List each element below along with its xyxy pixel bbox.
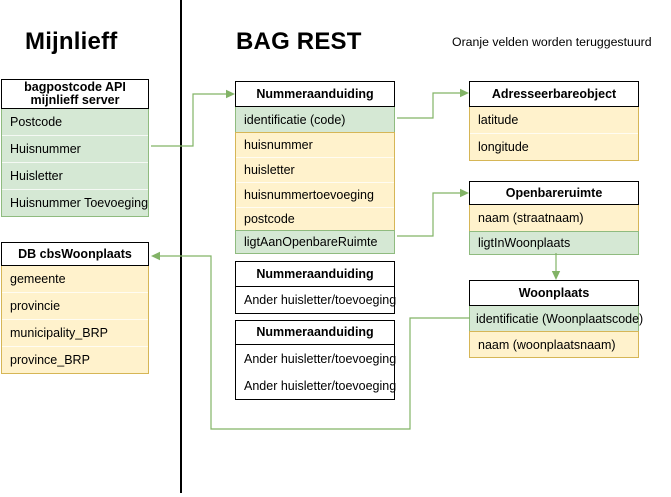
arrowhead-down-icon — [551, 271, 561, 280]
entity-box-adresseerbareobject: Adresseerbareobject latitude longitude — [469, 81, 639, 161]
entity-box-bagpostcode-api: bagpostcode API mijnlieff server Postcod… — [1, 79, 149, 217]
field-row-postcode: postcode — [236, 207, 394, 230]
arrowhead-right-icon — [226, 89, 235, 99]
field-row-province-brp: province_BRP — [2, 346, 148, 373]
field-row-ander-huisletter: Ander huisletter/toevoeging — [244, 293, 397, 307]
entity-box-nummeraanduiding-1: Nummeraanduiding identificatie (code) hu… — [235, 81, 395, 254]
field-row-huisletter: Huisletter — [2, 162, 148, 189]
entity-header-label: Openbareruimte — [505, 185, 603, 200]
field-group-green: ligtInWoonplaats — [469, 231, 639, 255]
entity-header: Nummeraanduiding — [235, 81, 395, 107]
field-row-huisnummer: Huisnummer — [2, 135, 148, 162]
field-row-identificatie-woonplaatscode: identificatie (Woonplaatscode) — [476, 311, 644, 326]
field-group-orange: naam (woonplaatsnaam) — [469, 331, 639, 358]
field-row-huisnummertoevoeging: huisnummertoevoeging — [236, 182, 394, 207]
arrowhead-right-icon — [460, 88, 469, 98]
entity-box-nummeraanduiding-2: Nummeraanduiding Ander huisletter/toevoe… — [235, 261, 397, 314]
column-title-mijnlieff: Mijnlieff — [25, 28, 118, 55]
field-row-huisletter: huisletter — [236, 157, 394, 182]
field-row-latitude: latitude — [478, 113, 519, 127]
field-row-ander-huisletter-2: Ander huisletter/toevoeging — [244, 378, 397, 393]
entity-box-nummeraanduiding-3: Nummeraanduiding Ander huisletter/toevoe… — [235, 320, 397, 400]
entity-header: Openbareruimte — [469, 181, 639, 205]
field-row-provincie: provincie — [2, 292, 148, 319]
entity-header-label: Woonplaats — [518, 285, 590, 300]
field-row-naam-woonplaatsnaam: naam (woonplaatsnaam) — [478, 337, 616, 352]
field-row-ligtinwoonplaats: ligtInWoonplaats — [478, 236, 571, 250]
field-row-longitude: longitude — [470, 133, 638, 160]
field-row-postcode: Postcode — [10, 115, 63, 129]
entity-box-db-cbswoonplaats: DB cbsWoonplaats gemeente provincie muni… — [1, 242, 149, 374]
field-row-ligtaanopenbareruimte: ligtAanOpenbareRuimte — [244, 235, 378, 249]
entity-header: Woonplaats — [469, 280, 639, 306]
entity-header: Adresseerbareobject — [469, 81, 639, 107]
connector-ligtaan-to-openbareruimte — [397, 192, 460, 237]
entity-header-label: Nummeraanduiding — [256, 325, 374, 339]
column-divider — [180, 0, 182, 493]
field-row-huisnummer: huisnummer — [244, 138, 313, 152]
field-group-green: Postcode Huisnummer Huisletter Huisnumme… — [1, 108, 149, 217]
field-group-orange: naam (straatnaam) — [469, 204, 639, 232]
entity-box-openbareruimte: Openbareruimte naam (straatnaam) ligtInW… — [469, 181, 639, 255]
connector-bagpostcode-to-nummeraanduiding — [151, 93, 226, 147]
entity-header: bagpostcode API mijnlieff server — [1, 79, 149, 109]
field-row-municipality-brp: municipality_BRP — [2, 319, 148, 346]
field-group-orange: huisnummer huisletter huisnummertoevoegi… — [235, 132, 395, 231]
field-row-identificatie-code: identificatie (code) — [244, 112, 346, 127]
entity-header: Nummeraanduiding — [235, 261, 395, 287]
field-group-orange: gemeente provincie municipality_BRP prov… — [1, 265, 149, 374]
field-row-naam-straatnaam: naam (straatnaam) — [478, 211, 584, 225]
field-group-orange: latitude longitude — [469, 106, 639, 161]
arrowhead-left-icon — [151, 251, 160, 261]
connector-identificatie-to-adresseerbareobject — [397, 92, 460, 119]
entity-header-line1: bagpostcode API — [24, 80, 126, 94]
field-row-gemeente: gemeente — [10, 272, 66, 286]
field-group-green: identificatie (Woonplaatscode) — [469, 305, 644, 332]
entity-header-line2: mijnlieff server — [30, 93, 120, 107]
field-group-white: Ander huisletter/toevoeging Ander huisle… — [235, 344, 397, 400]
field-row-ander-huisletter-1: Ander huisletter/toevoeging — [244, 351, 397, 366]
entity-header-label: Nummeraanduiding — [256, 86, 374, 101]
field-group-green: identificatie (code) — [235, 106, 395, 133]
field-row-huisnummer-toevoeging: Huisnummer Toevoeging — [2, 189, 148, 216]
entity-header-label: Nummeraanduiding — [256, 266, 374, 281]
legend-note: Oranje velden worden teruggestuurd — [452, 35, 652, 49]
entity-header: DB cbsWoonplaats — [1, 242, 149, 266]
column-title-bag-rest: BAG REST — [236, 28, 362, 55]
entity-header-label: Adresseerbareobject — [491, 86, 617, 101]
field-group-white: Ander huisletter/toevoeging — [235, 286, 397, 314]
arrowhead-right-icon — [460, 188, 469, 198]
entity-header: Nummeraanduiding — [235, 320, 395, 345]
field-group-green: ligtAanOpenbareRuimte — [235, 230, 395, 254]
entity-header-label: DB cbsWoonplaats — [18, 246, 132, 261]
entity-box-woonplaats: Woonplaats identificatie (Woonplaatscode… — [469, 280, 644, 358]
